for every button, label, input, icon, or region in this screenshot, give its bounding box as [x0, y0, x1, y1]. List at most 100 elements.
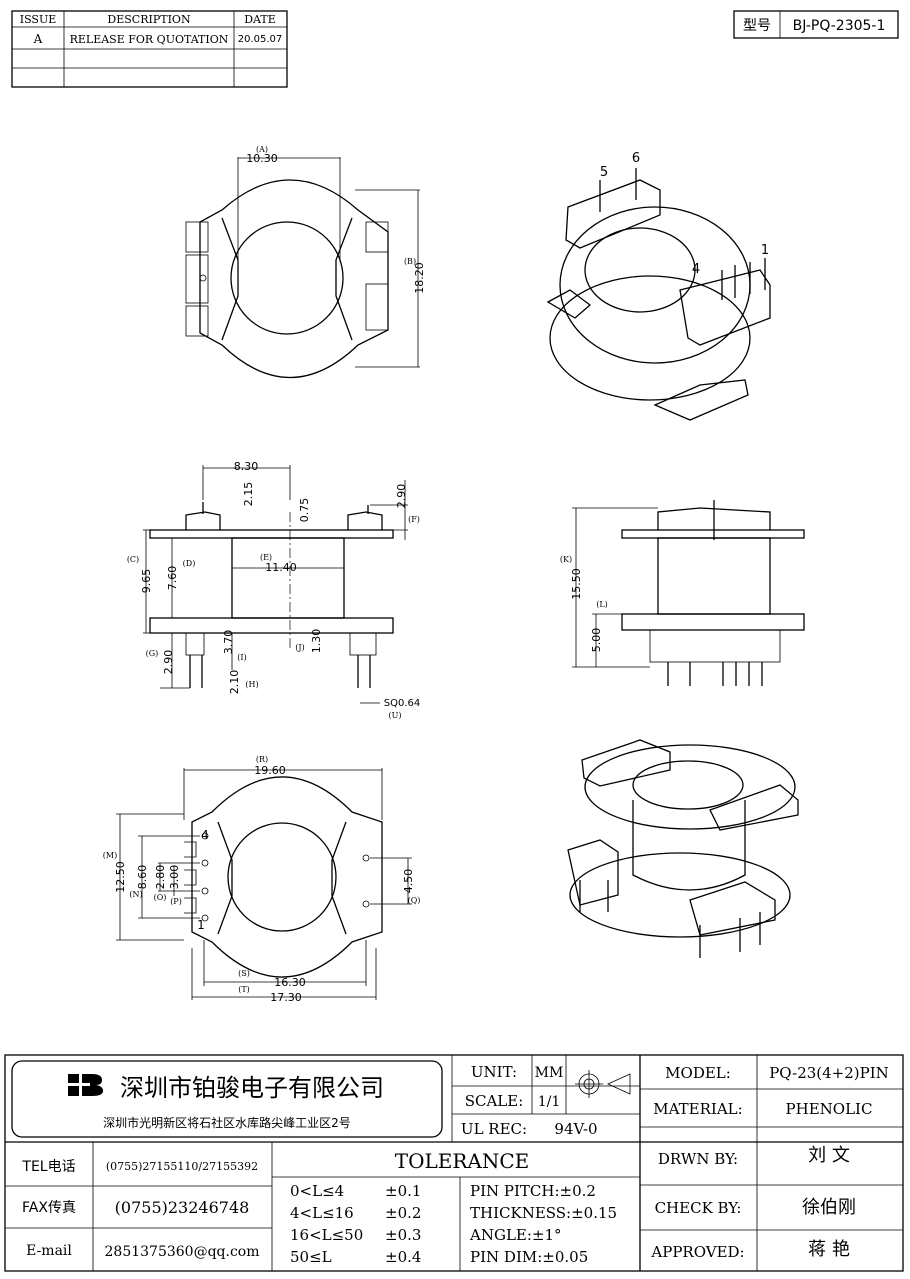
rev-header-description: DESCRIPTION [107, 13, 191, 26]
tel-value: (0755)27155110/27155392 [106, 1160, 258, 1173]
ul-value: 94V-0 [554, 1120, 597, 1138]
dim-p-value: 3.00 [168, 865, 181, 890]
dim-e-tag: (E) [260, 553, 272, 562]
email-value: 2851375360@qq.com [105, 1244, 260, 1260]
approved-value: 蒋 艳 [808, 1239, 850, 1260]
ul-label: UL REC: [461, 1120, 527, 1138]
bottom-view: 4 1 [184, 776, 383, 978]
tol-value-3: ±0.3 [385, 1226, 421, 1244]
projection-symbol [575, 1070, 631, 1098]
dim-o-tag: (O) [154, 893, 167, 902]
material-label: MATERIAL: [653, 1100, 742, 1118]
drawn-value: 刘 文 [808, 1145, 850, 1166]
dim-p-tag: (P) [170, 897, 182, 906]
dim-n-tag: (N) [129, 890, 142, 899]
model-box-value: BJ-PQ-2305-1 [793, 18, 886, 34]
tol-range-3: 16<L≤50 [290, 1226, 363, 1244]
top-view [185, 179, 389, 379]
dim-b-tag: (B) [404, 257, 416, 266]
dim-k-value: 15.50 [570, 568, 583, 600]
dim-m-tag: (M) [103, 851, 117, 860]
iso-pin-1: 1 [761, 243, 769, 258]
dim-b-value: 18.20 [413, 262, 426, 294]
rev-issue: A [33, 32, 43, 46]
iso-view-top: 5 6 1 4 [546, 151, 771, 421]
check-label: CHECK BY: [655, 1199, 742, 1217]
dim-r-value: 19.60 [254, 764, 286, 777]
dim-j-tag: (J) [295, 643, 304, 652]
check-value: 徐伯刚 [802, 1197, 856, 1218]
rev-description: RELEASE FOR QUOTATION [70, 33, 229, 46]
dim-l-tag: (L) [596, 600, 608, 609]
dim-s-value: 16.30 [274, 976, 306, 989]
company-address: 深圳市光明新区将石社区水库路尖峰工业区2号 [103, 1115, 351, 1130]
fax-label: FAX传真 [22, 1200, 76, 1216]
model-label: MODEL: [665, 1064, 731, 1082]
bottom-view-dims: (R) 19.60 (M) 12.50 (N) 8.60 (O) 2.80 (P… [103, 755, 421, 1004]
rev-header-issue: ISSUE [20, 13, 57, 26]
dim-r-tag: (R) [256, 755, 268, 764]
dim-c-value: 9.65 [140, 569, 153, 594]
company-logo [62, 1074, 103, 1096]
dim-q-value: 4.50 [402, 869, 415, 894]
scale-value: 1/1 [538, 1094, 561, 1110]
dim-t-value: 17.30 [270, 991, 302, 1004]
model-box-label: 型号 [743, 18, 771, 34]
tolerance-title: TOLERANCE [395, 1149, 530, 1173]
iso-pin-6: 6 [632, 151, 640, 166]
revision-table: ISSUE DESCRIPTION DATE A RELEASE FOR QUO… [11, 10, 288, 88]
iso-pin-5: 5 [600, 165, 608, 180]
rev-header-date: DATE [244, 13, 276, 26]
angle: ANGLE:±1° [469, 1226, 562, 1244]
dim-830: 8.30 [234, 460, 259, 473]
rev-date: 20.05.07 [238, 34, 283, 45]
iso-pin-4: 4 [692, 262, 700, 277]
right-view [621, 500, 805, 686]
right-view-dims: (K) 15.50 (L) 5.00 [560, 507, 658, 668]
tol-value-4: ±0.4 [385, 1248, 421, 1266]
material-value: PHENOLIC [786, 1100, 873, 1118]
side-view-dims: 8.30 2.15 0.75 2.90 (F) (C) 9.65 (D) 7.6… [127, 460, 420, 720]
dim-e-value: 11.40 [265, 561, 297, 574]
approved-label: APPROVED: [650, 1243, 744, 1261]
dim-a-tag: (A) [256, 145, 268, 154]
model-value: PQ-23(4+2)PIN [769, 1064, 889, 1082]
top-view-dims: (A) 10.30 (B) 18.20 [237, 145, 426, 368]
dim-u-tag: (U) [389, 711, 402, 720]
dim-q-tag: (Q) [408, 896, 421, 905]
scale-label: SCALE: [465, 1092, 524, 1110]
dim-i-tag: (I) [237, 653, 246, 662]
dim-j-value: 1.30 [310, 629, 323, 654]
dim-sq: SQ0.64 [384, 698, 420, 709]
bottom-pin-4: 4 [201, 828, 209, 842]
model-box: 型号 BJ-PQ-2305-1 [733, 10, 899, 39]
dim-290-top: 2.90 [395, 484, 408, 509]
dim-k-tag: (K) [560, 555, 572, 564]
dim-d-value: 7.60 [166, 566, 179, 591]
dim-i-value: 3.70 [222, 630, 235, 655]
pin-dim: PIN DIM:±0.05 [470, 1248, 588, 1266]
unit-value: MM [535, 1065, 564, 1081]
dim-g-value: 2.90 [162, 650, 175, 675]
email-label: E-mail [26, 1243, 72, 1259]
dim-215: 2.15 [242, 482, 255, 507]
side-view [149, 502, 394, 688]
tol-range-1: 0<L≤4 [290, 1182, 344, 1200]
dim-a-value: 10.30 [246, 152, 278, 165]
tol-range-4: 50≤L [290, 1248, 332, 1266]
dim-s-tag: (S) [238, 969, 250, 978]
thickness: THICKNESS:±0.15 [470, 1204, 617, 1222]
dim-075: 0.75 [298, 498, 311, 523]
company-name: 深圳市铂骏电子有限公司 [120, 1074, 384, 1102]
fax-value: (0755)23246748 [115, 1198, 250, 1217]
dim-n-value: 8.60 [136, 865, 149, 890]
dim-m-value: 12.50 [114, 861, 127, 893]
tol-range-2: 4<L≤16 [290, 1204, 354, 1222]
iso-view-bottom [567, 739, 799, 958]
tel-label: TEL电话 [21, 1159, 75, 1175]
dim-f-tag: (F) [408, 515, 420, 524]
dim-t-tag: (T) [238, 985, 250, 994]
dim-l-value: 5.00 [590, 628, 603, 653]
pin-pitch: PIN PITCH:±0.2 [470, 1182, 596, 1200]
